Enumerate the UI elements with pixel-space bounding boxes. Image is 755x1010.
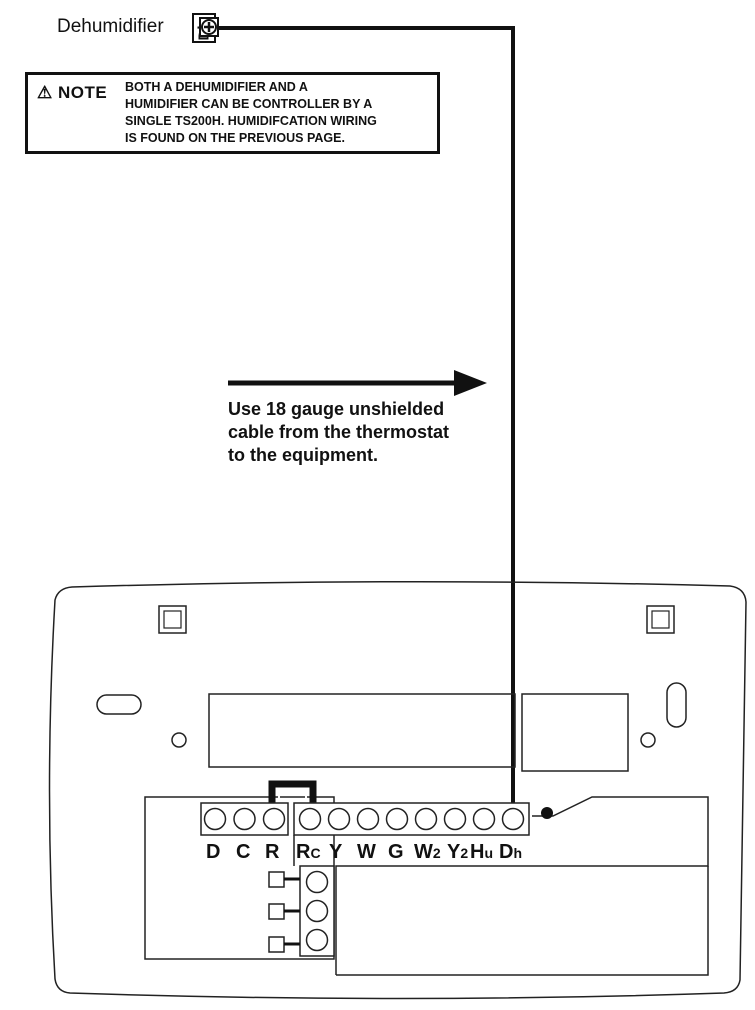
terminal-label-d: D bbox=[206, 841, 221, 863]
terminal-label-y2: Y2 bbox=[447, 841, 469, 863]
terminal-screw bbox=[443, 807, 467, 831]
note-heading-text: NOTE bbox=[57, 83, 108, 102]
indicator-dot bbox=[541, 807, 553, 819]
terminal-screw bbox=[262, 807, 286, 831]
warning-triangle-icon: ⚠ bbox=[37, 83, 53, 102]
dehumidifier-label: Dehumidifier bbox=[57, 16, 164, 37]
cable-line: to the equipment. bbox=[228, 445, 378, 465]
slot-right bbox=[666, 682, 687, 728]
wire-opening bbox=[208, 693, 516, 768]
note-line: IS FOUND ON THE PREVIOUS PAGE. bbox=[125, 131, 345, 145]
terminal-screw bbox=[472, 807, 496, 831]
terminal-label-rc: RC bbox=[296, 841, 321, 863]
pcb-right-block bbox=[335, 796, 709, 975]
connector-tabs bbox=[268, 835, 300, 953]
terminal-screw bbox=[414, 807, 438, 831]
note-box: ⚠ NOTE BOTH A DEHUMIDIFIER AND A HUMIDIF… bbox=[25, 72, 440, 154]
arrow-right-icon bbox=[228, 370, 487, 396]
terminal-label-hu: Hu bbox=[470, 841, 494, 863]
hole-right bbox=[640, 732, 656, 748]
terminal-screws-left bbox=[203, 807, 286, 831]
cable-line: Use 18 gauge unshielded bbox=[228, 399, 445, 419]
note-heading: ⚠ NOTE bbox=[37, 83, 107, 103]
terminal-screw bbox=[356, 807, 380, 831]
terminal-screw bbox=[298, 807, 322, 831]
terminal-screw bbox=[203, 807, 227, 831]
note-line: HUMIDIFIER CAN BE CONTROLLER BY A bbox=[125, 97, 373, 111]
cable-instruction: Use 18 gauge unshielded cable from the t… bbox=[228, 398, 488, 467]
small-terminal-block bbox=[299, 865, 335, 957]
mount-square-right bbox=[646, 605, 675, 634]
terminal-label-y: Y bbox=[329, 841, 343, 863]
thermostat-base-outline bbox=[48, 580, 747, 1000]
note-line: SINGLE TS200H. HUMIDIFCATION WIRING bbox=[125, 114, 377, 128]
cable-line: cable from the thermostat bbox=[228, 422, 450, 442]
terminal-label-w: W bbox=[357, 841, 376, 863]
dehumidifier-terminal-label: Dh bbox=[195, 20, 213, 41]
terminal-label-dh: Dh bbox=[499, 841, 523, 863]
note-line: BOTH A DEHUMIDIFIER AND A bbox=[125, 80, 308, 94]
terminal-screws-right bbox=[298, 807, 525, 831]
terminal-screw bbox=[385, 807, 409, 831]
terminal-screw bbox=[327, 807, 351, 831]
hole-left bbox=[171, 732, 187, 748]
jumper-bridge bbox=[268, 780, 317, 809]
terminal-label-r: R bbox=[265, 841, 280, 863]
terminal-screw bbox=[233, 807, 256, 831]
terminal-label-g: G bbox=[388, 841, 404, 863]
terminal-screw bbox=[501, 807, 525, 831]
terminal-label-w2: W2 bbox=[414, 841, 441, 863]
mount-square-left bbox=[158, 605, 187, 634]
slot-left bbox=[96, 694, 142, 715]
dehumidifier-wire bbox=[218, 26, 515, 816]
terminal-label-c: C bbox=[236, 841, 251, 863]
cutout-square bbox=[521, 693, 629, 772]
note-body: BOTH A DEHUMIDIFIER AND A HUMIDIFIER CAN… bbox=[125, 79, 435, 147]
